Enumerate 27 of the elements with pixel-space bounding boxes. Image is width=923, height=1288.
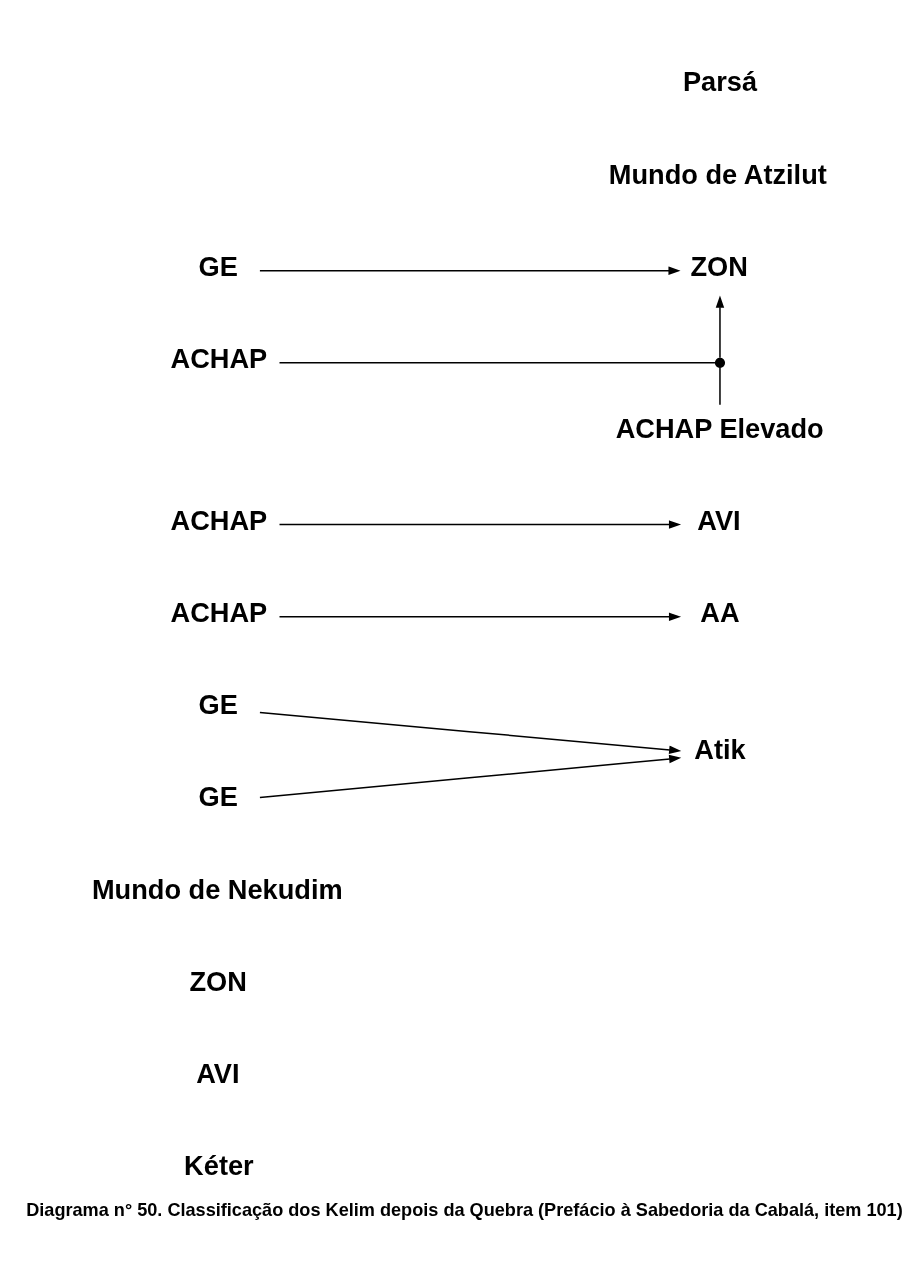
- arrow: [259, 266, 681, 275]
- arrow: [278, 520, 682, 529]
- caption: Diagrama n° 50. Classificação dos Kelim depois da Quebra (Prefácio à Sabedoria da Cabalá, item 101): [26, 1200, 903, 1221]
- arrow: [259, 711, 682, 755]
- arrow: [278, 612, 682, 622]
- label: Parsá: [682, 66, 758, 98]
- node-text: ACHAP: [170, 504, 268, 536]
- node-text: GE: [198, 781, 238, 813]
- node-text: ACHAP Elevado: [615, 412, 824, 444]
- node-text: AA: [700, 596, 740, 628]
- node-text: Atik: [694, 734, 746, 766]
- node-text: ZON: [690, 250, 748, 282]
- label: Mundo de Atzilut: [608, 158, 827, 190]
- node-text: GE: [198, 689, 238, 721]
- arrow: [259, 754, 682, 799]
- label: Kéter: [184, 1150, 254, 1182]
- arrow: [715, 295, 725, 359]
- node-text: AVI: [697, 504, 741, 536]
- node-text: ACHAP: [170, 596, 268, 628]
- node-circle: [714, 357, 726, 368]
- label: ZON: [189, 965, 247, 997]
- connector: [719, 366, 721, 406]
- label: Mundo de Nekudim: [91, 873, 343, 905]
- label: AVI: [196, 1057, 240, 1089]
- connector: [278, 362, 716, 364]
- node-text: GE: [198, 250, 238, 282]
- node-text: ACHAP: [170, 343, 268, 374]
